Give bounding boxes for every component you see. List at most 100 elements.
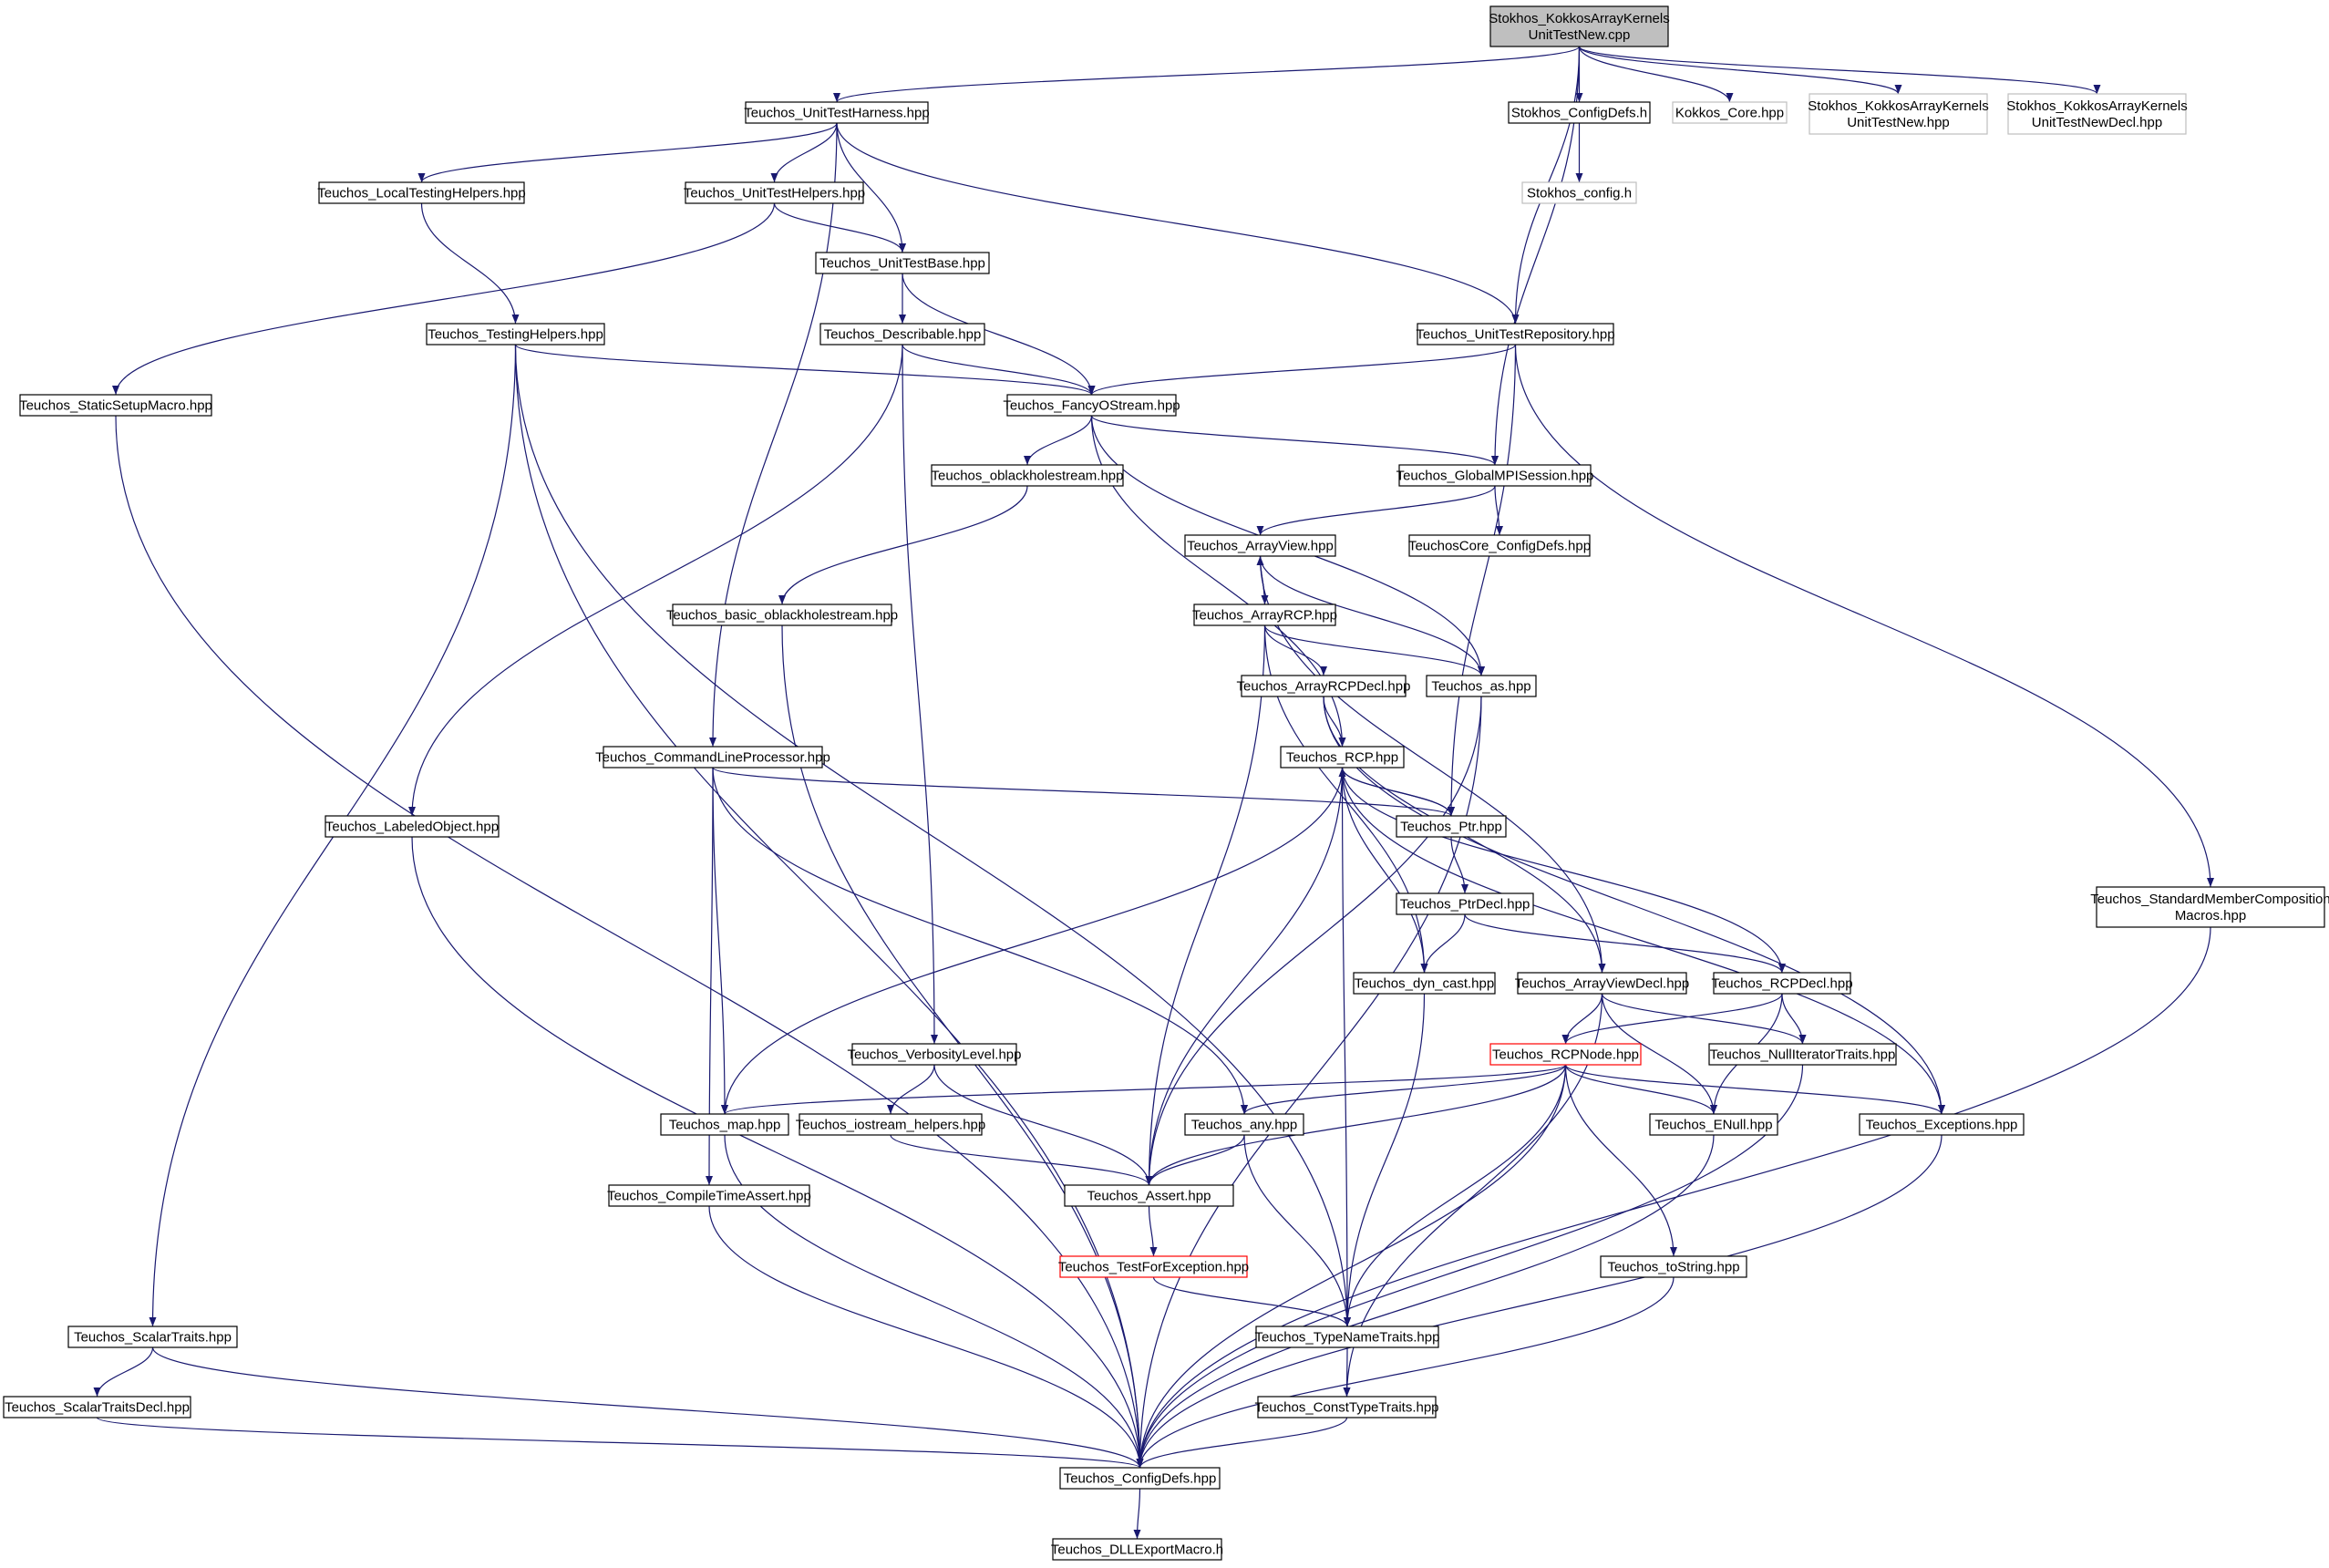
node-tostr[interactable]: Teuchos_toString.hpp <box>1600 1255 1747 1278</box>
edge-desc-to-fos <box>902 344 1096 396</box>
node-gmpi[interactable]: Teuchos_GlobalMPISession.hpp <box>1396 464 1594 487</box>
edge-uth-to-lth <box>417 122 838 183</box>
node-box <box>1859 1113 2025 1136</box>
node-dll[interactable]: Teuchos_DLLExportMacro.h <box>1051 1538 1223 1561</box>
node-label: Teuchos_PtrDecl.hpp <box>1400 897 1530 913</box>
node-rcpn[interactable]: Teuchos_RCPNode.hpp <box>1489 1043 1642 1066</box>
node-any[interactable]: Teuchos_any.hpp <box>1184 1113 1304 1136</box>
node-label: Teuchos_TypeNameTraits.hpp <box>1255 1330 1440 1346</box>
node-ptr[interactable]: Teuchos_Ptr.hpp <box>1396 815 1507 838</box>
node-label: Stokhos_config.h <box>1527 186 1632 201</box>
node-utb[interactable]: Teuchos_UnitTestBase.hpp <box>815 252 990 274</box>
node-desc[interactable]: Teuchos_Describable.hpp <box>819 323 985 346</box>
node-tnt[interactable]: Teuchos_TypeNameTraits.hpp <box>1255 1326 1440 1348</box>
node-sknew[interactable]: Stokhos_KokkosArrayKernelsUnitTestNew.hp… <box>1808 93 1989 135</box>
node-box <box>819 323 985 346</box>
node-tfe[interactable]: Teuchos_TestForException.hpp <box>1058 1255 1249 1278</box>
node-box <box>1396 815 1507 838</box>
node-enull[interactable]: Teuchos_ENull.hpp <box>1649 1113 1778 1136</box>
node-arcp[interactable]: Teuchos_ArrayRCP.hpp <box>1192 603 1337 626</box>
node-label: UnitTestNew.cpp <box>1529 27 1631 43</box>
node-label: Teuchos_any.hpp <box>1191 1118 1297 1133</box>
node-label: Teuchos_StandardMemberComposition <box>2090 892 2329 907</box>
node-box <box>1489 5 1669 47</box>
node-label: Teuchos_UnitTestRepository.hpp <box>1416 327 1614 343</box>
edge-av-to-avd <box>1259 555 1606 974</box>
node-uthelp[interactable]: Teuchos_UnitTestHelpers.hpp <box>684 181 865 204</box>
node-cd[interactable]: Teuchos_ConfigDefs.hpp <box>1059 1467 1221 1490</box>
node-utr[interactable]: Teuchos_UnitTestRepository.hpp <box>1416 323 1615 346</box>
node-av[interactable]: Teuchos_ArrayView.hpp <box>1184 534 1336 557</box>
edge-obh-to-bobh <box>778 485 1028 605</box>
edge-uth-to-utb <box>836 122 906 253</box>
node-box <box>1064 1184 1234 1207</box>
node-ioh[interactable]: Teuchos_iostream_helpers.hpp <box>796 1113 985 1136</box>
node-uth[interactable]: Teuchos_UnitTestHarness.hpp <box>744 101 930 124</box>
node-arcpd[interactable]: Teuchos_ArrayRCPDecl.hpp <box>1237 675 1411 697</box>
edge-dync-to-tnt <box>1344 993 1426 1327</box>
node-label: Teuchos_ScalarTraitsDecl.hpp <box>5 1400 190 1416</box>
node-rcpd[interactable]: Teuchos_RCPDecl.hpp <box>1711 972 1853 995</box>
edge-avd-to-nit <box>1601 993 1807 1045</box>
edge-uth-to-utr <box>836 122 1520 325</box>
node-box <box>1396 892 1534 915</box>
node-exc[interactable]: Teuchos_Exceptions.hpp <box>1859 1113 2025 1136</box>
edge-arcpd-to-exc <box>1323 696 1945 1115</box>
edge-desc-to-lo <box>408 344 903 817</box>
node-scd[interactable]: Stokhos_ConfigDefs.h <box>1508 101 1651 124</box>
node-tccd[interactable]: TeuchosCore_ConfigDefs.hpp <box>1408 534 1591 557</box>
node-label: Teuchos_VerbosityLevel.hpp <box>848 1047 1022 1063</box>
node-box <box>745 101 929 124</box>
node-skdecl[interactable]: Stokhos_KokkosArrayKernelsUnitTestNewDec… <box>2006 93 2188 135</box>
node-ptrd[interactable]: Teuchos_PtrDecl.hpp <box>1396 892 1534 915</box>
node-map[interactable]: Teuchos_map.hpp <box>660 1113 789 1136</box>
node-dync[interactable]: Teuchos_dyn_cast.hpp <box>1353 972 1496 995</box>
node-assert[interactable]: Teuchos_Assert.hpp <box>1064 1184 1234 1207</box>
node-label: Teuchos_dyn_cast.hpp <box>1355 976 1494 992</box>
node-cta[interactable]: Teuchos_CompileTimeAssert.hpp <box>607 1184 811 1207</box>
node-rcp[interactable]: Teuchos_RCP.hpp <box>1280 746 1405 769</box>
edge-utr-to-smc <box>1514 344 2214 888</box>
edge-cta-to-cd <box>708 1205 1144 1469</box>
node-obh[interactable]: Teuchos_oblackholestream.hpp <box>931 464 1124 487</box>
node-label: Teuchos_LabeledObject.hpp <box>325 820 499 835</box>
edge-ptrd-to-rcpd <box>1464 913 1786 974</box>
node-th[interactable]: Teuchos_TestingHelpers.hpp <box>426 323 605 346</box>
node-ssm[interactable]: Teuchos_StaticSetupMacro.hpp <box>19 394 212 417</box>
node-st[interactable]: Teuchos_ScalarTraits.hpp <box>67 1326 238 1348</box>
edge-ctt-to-cd <box>1136 1417 1348 1469</box>
nodes-layer: Stokhos_KokkosArrayKernels UnitTestNew.cp… <box>3 5 2329 1561</box>
node-bobh[interactable]: Teuchos_basic_oblackholestream.hpp <box>666 603 898 626</box>
edge-rcpn-to-assert <box>1145 1064 1567 1186</box>
edge-arcp-to-as <box>1263 624 1485 676</box>
node-box <box>1521 181 1637 204</box>
edge-std-to-cd <box>96 1417 1144 1469</box>
node-kcore[interactable]: Kokkos_Core.hpp <box>1672 101 1788 124</box>
node-label: Teuchos_as.hpp <box>1431 679 1530 695</box>
edge-rcpn-to-exc <box>1564 1064 1945 1115</box>
edge-rcp-to-tnt <box>1341 767 1351 1327</box>
node-std[interactable]: Teuchos_ScalarTraitsDecl.hpp <box>3 1396 191 1418</box>
node-vl[interactable]: Teuchos_VerbosityLevel.hpp <box>848 1043 1022 1066</box>
edge-clp-to-map <box>712 767 728 1115</box>
node-label: Teuchos_FancyOStream.hpp <box>1003 398 1180 414</box>
node-lth[interactable]: Teuchos_LocalTestingHelpers.hpp <box>317 181 526 204</box>
edge-uthelp-to-ssm <box>112 202 776 396</box>
node-ctt[interactable]: Teuchos_ConstTypeTraits.hpp <box>1254 1396 1439 1418</box>
node-box <box>608 1184 810 1207</box>
node-fos[interactable]: Teuchos_FancyOStream.hpp <box>1003 394 1180 417</box>
node-lo[interactable]: Teuchos_LabeledObject.hpp <box>325 815 500 838</box>
node-label: Stokhos_KokkosArrayKernels <box>2006 98 2187 114</box>
node-label: Teuchos_ArrayRCP.hpp <box>1192 608 1337 624</box>
edge-clp-to-any <box>712 767 1248 1115</box>
edge-utr-to-ptr <box>1448 344 1517 817</box>
node-clp[interactable]: Teuchos_CommandLineProcessor.hpp <box>595 746 830 769</box>
node-as[interactable]: Teuchos_as.hpp <box>1426 675 1537 697</box>
node-smc[interactable]: Teuchos_StandardMemberCompositionMacros.… <box>2090 886 2329 928</box>
node-sconfig[interactable]: Stokhos_config.h <box>1521 181 1637 204</box>
edge-clp-to-ptr <box>712 767 1455 817</box>
node-nit[interactable]: Teuchos_NullIteratorTraits.hpp <box>1708 1043 1897 1066</box>
node-avd[interactable]: Teuchos_ArrayViewDecl.hpp <box>1515 972 1690 995</box>
node-label: Teuchos_ScalarTraits.hpp <box>74 1330 232 1346</box>
node-box <box>2096 886 2325 928</box>
